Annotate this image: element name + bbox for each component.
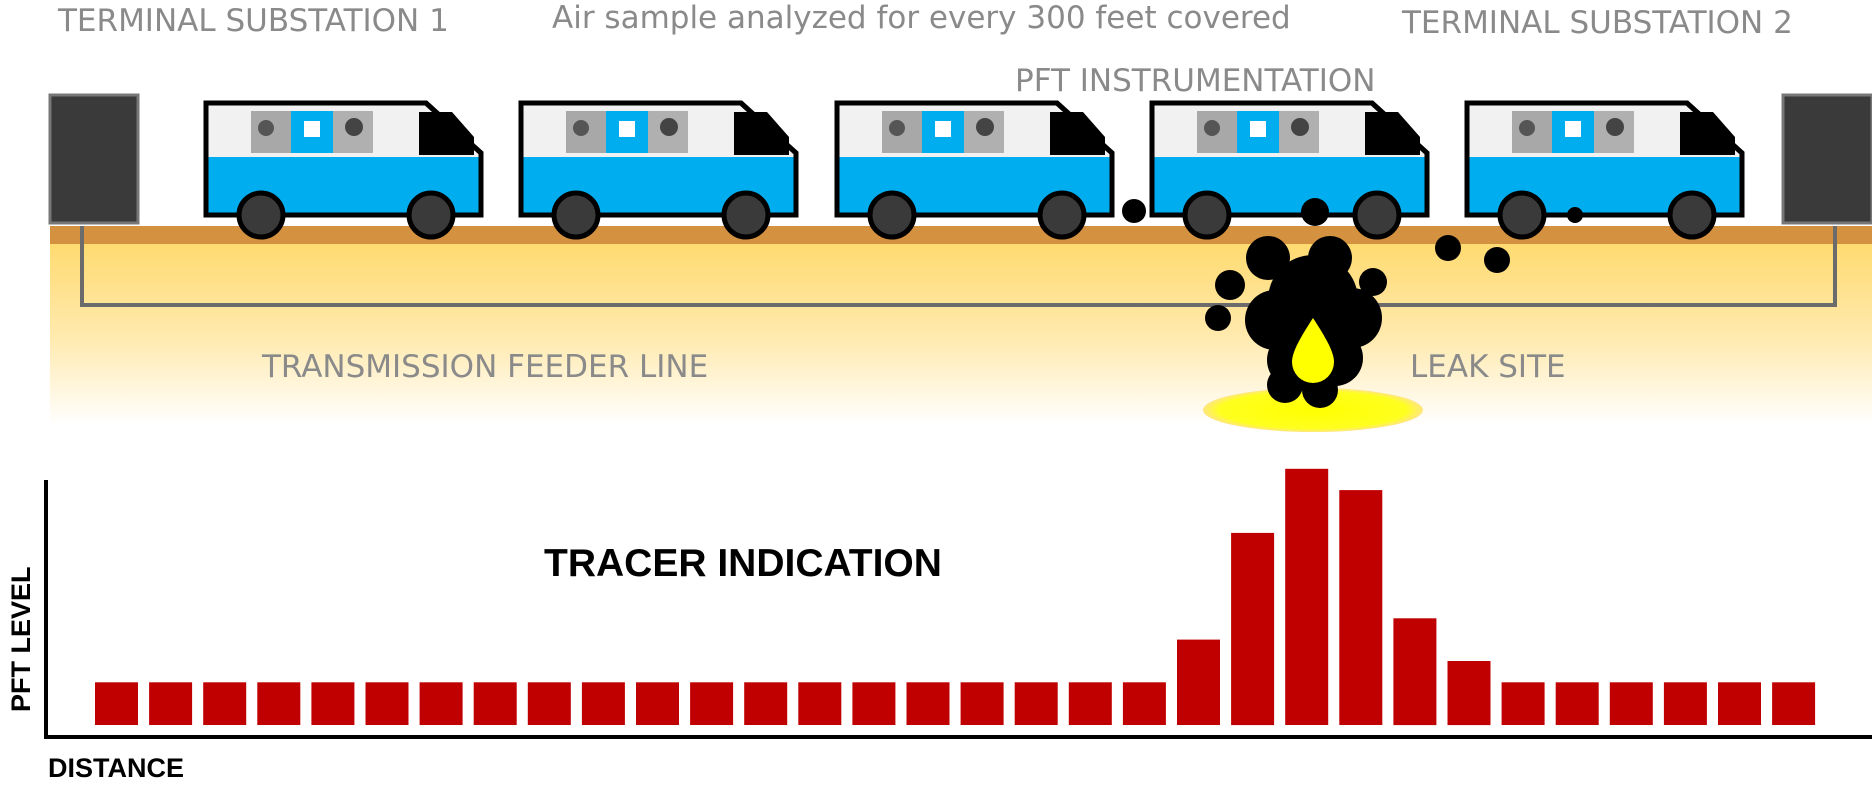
pft-bar [1339,490,1383,725]
substation-1-label: TERMINAL SUBSTATION 1 [57,3,449,39]
pft-bar [960,682,1004,725]
pft-bar [1555,682,1599,725]
pft-bar [1393,618,1437,726]
van [837,103,1112,237]
pft-bar [203,682,247,725]
pft-bar [1068,682,1112,725]
pft-bar [1447,661,1491,726]
pft-bar [1501,682,1545,725]
leak-site-label: LEAK SITE [1410,349,1566,385]
x-axis-label: DISTANCE [48,753,184,783]
substation-2 [1781,93,1872,225]
feeder-line [80,226,1837,307]
pft-instrumentation-label: PFT INSTRUMENTATION [1015,63,1375,99]
ground-surface [50,226,1872,244]
pft-bar [1772,682,1816,725]
pft-bar [581,682,625,725]
leak-drop [1292,318,1334,383]
pft-bar [1718,682,1761,725]
pft-bar [636,682,679,725]
pft-bar [744,682,788,725]
soil-area [50,235,1872,425]
pft-bar [149,682,193,725]
substation-2-label: TERMINAL SUBSTATION 2 [1401,5,1793,41]
pft-bar [95,682,138,725]
pft-bar [906,682,950,725]
van [1467,103,1742,237]
pft-bar [1122,682,1166,725]
air-sample-note: Air sample analyzed for every 300 feet c… [552,0,1291,36]
pft-bar [1609,682,1653,725]
pft-bar [419,682,463,725]
pft-bar [1177,639,1220,725]
pft-bar [1014,682,1058,725]
pft-bar [1663,682,1707,725]
pft-bar [257,682,301,725]
pft-bar [527,682,571,725]
y-axis-label: PFT LEVEL [6,566,36,712]
chart-title: TRACER INDICATION [544,542,942,585]
van [1152,103,1427,237]
leak-pool [1203,388,1423,432]
substation-1 [48,93,140,225]
van [206,103,481,237]
tracer-chart: TRACER INDICATION DISTANCE PFT LEVEL [6,468,1872,783]
pft-bar [798,682,842,725]
pft-bar [473,682,517,725]
pft-bar [690,682,734,725]
pft-bar [1285,468,1329,725]
pft-bar [852,682,896,725]
pft-bar [1231,532,1275,726]
feeder-line-label: TRANSMISSION FEEDER LINE [261,349,708,385]
pft-bar [311,682,355,725]
pft-bar [365,682,409,725]
van [521,103,796,237]
